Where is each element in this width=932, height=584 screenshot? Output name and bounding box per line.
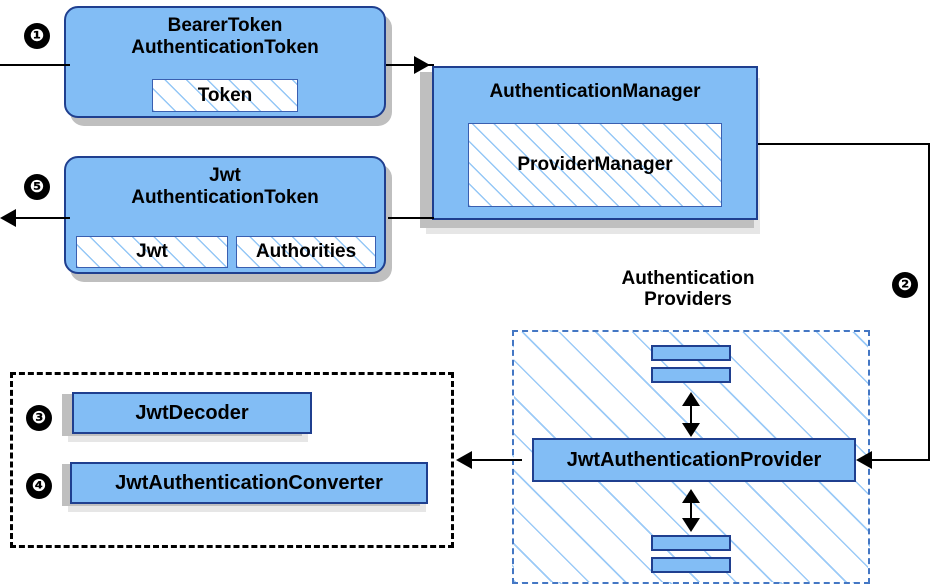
- provider-arrow-bottom-up: [682, 489, 700, 503]
- bearer-token-title-line1: BearerToken: [167, 15, 283, 36]
- arrowhead-outgoing-authentication: [0, 209, 16, 227]
- jwt-authentication-converter-box: JwtAuthenticationConverter: [70, 462, 428, 504]
- provider-arrow-top-up: [682, 392, 700, 406]
- step-marker-1: ❶: [24, 23, 50, 49]
- support-group-container: [10, 372, 454, 548]
- jwt-token-title-line2: AuthenticationToken: [131, 186, 319, 208]
- jwt-token-inner-jwt: Jwt: [76, 236, 228, 268]
- provider-arrow-bottom-down: [682, 518, 700, 532]
- arrowhead-into-support-group: [456, 451, 472, 469]
- jwt-authentication-provider-box: JwtAuthenticationProvider: [532, 438, 856, 482]
- jwt-token-inner-authorities: Authorities: [236, 236, 376, 268]
- step-marker-3: ❸: [26, 405, 52, 431]
- authentication-providers-label: Authentication Providers: [580, 268, 796, 311]
- step-marker-4: ❹: [26, 473, 52, 499]
- jwt-token-title-line1: Jwt: [209, 165, 241, 186]
- connector-bearer-to-manager: [386, 64, 434, 66]
- arrowhead-into-manager: [414, 56, 430, 74]
- provider-stub-top-2: [651, 367, 731, 383]
- step-marker-5: ❺: [24, 174, 50, 200]
- connector-manager-down: [928, 143, 930, 459]
- authentication-providers-label-line1: Authentication: [621, 268, 755, 289]
- connector-manager-to-jwt-token: [388, 217, 434, 219]
- jwt-decoder-box: JwtDecoder: [72, 392, 312, 434]
- provider-arrow-top-down: [682, 423, 700, 437]
- provider-manager-box: ProviderManager: [468, 123, 722, 207]
- connector-incoming-request: [0, 64, 70, 66]
- bearer-token-title-line2: AuthenticationToken: [131, 36, 319, 58]
- provider-stub-bottom-2: [651, 557, 731, 573]
- connector-into-provider: [872, 459, 930, 461]
- authentication-manager-title: AuthenticationManager: [489, 81, 701, 102]
- arrowhead-into-provider: [856, 451, 872, 469]
- provider-arrow-top-stem: [690, 396, 692, 428]
- bearer-token-inner-token: Token: [152, 79, 298, 112]
- connector-provider-to-support: [472, 459, 522, 461]
- provider-arrow-bottom-stem: [690, 493, 692, 523]
- step-marker-2: ❷: [892, 272, 918, 298]
- connector-manager-right: [758, 143, 930, 145]
- provider-stub-bottom-1: [651, 535, 731, 551]
- authentication-providers-label-line2: Providers: [644, 289, 732, 311]
- connector-outgoing-authentication: [16, 217, 70, 219]
- provider-stub-top-1: [651, 345, 731, 361]
